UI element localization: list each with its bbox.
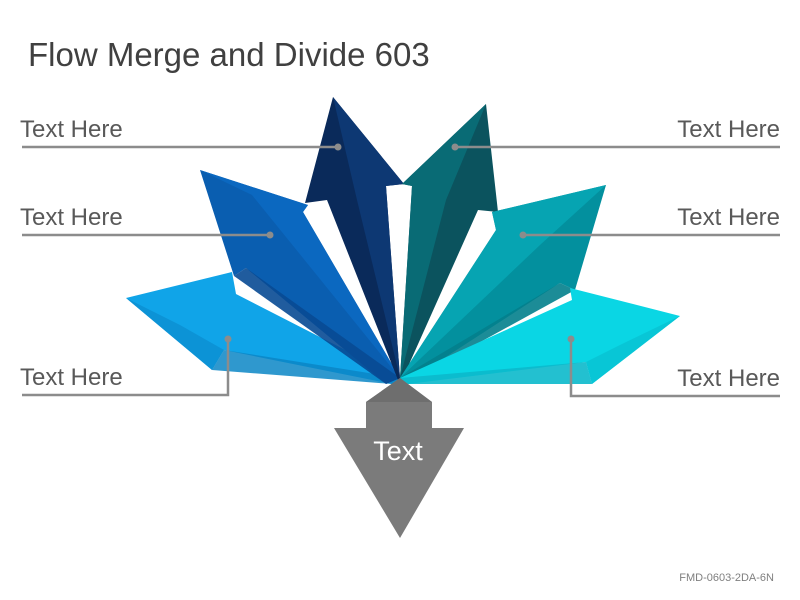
footer-code: FMD-0603-2DA-6N [679, 572, 774, 584]
leader-line-left-bottom [22, 339, 230, 397]
leader-line-right-bottom [569, 339, 780, 398]
arrow-right-top [400, 104, 498, 380]
leader-dots [224, 143, 575, 343]
label-right-bottom: Text Here [677, 365, 780, 392]
label-right-middle: Text Here [677, 204, 780, 231]
arrow-right-bottom [400, 288, 680, 384]
page-title: Flow Merge and Divide 603 [28, 36, 430, 73]
label-left-middle: Text Here [20, 204, 123, 231]
label-left-top: Text Here [20, 116, 123, 143]
center-arrow-label: Text [373, 436, 423, 466]
arrow-left-top [305, 97, 404, 380]
label-left-bottom: Text Here [20, 364, 123, 391]
arrow-left-middle [200, 170, 400, 384]
arrow-down [334, 378, 464, 538]
arrow-left-bottom [126, 272, 400, 384]
leader-lines [22, 145, 780, 398]
label-right-top: Text Here [677, 116, 780, 143]
